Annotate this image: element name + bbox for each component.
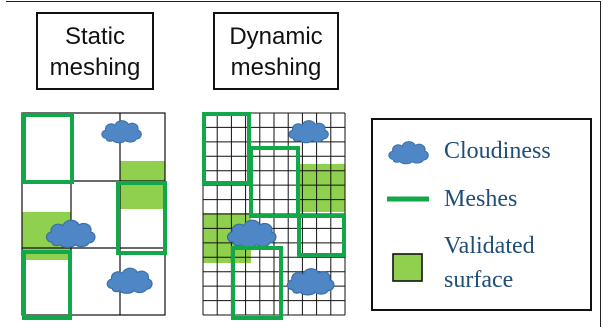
legend: Cloudiness Meshes Validated surface <box>371 118 592 311</box>
legend-validated-label-line1: Validated <box>444 233 535 259</box>
mesh <box>231 246 283 320</box>
dynamic-meshing-panel <box>202 112 346 320</box>
dynamic-meshes <box>202 112 346 320</box>
legend-validated-label-line2: surface <box>444 267 514 293</box>
legend-cloudiness-label: Cloudiness <box>444 138 551 164</box>
cloud-icon <box>101 120 142 144</box>
mesh <box>22 113 74 184</box>
cloud-icon <box>286 268 335 296</box>
mesh <box>116 181 167 255</box>
mesh <box>202 112 251 185</box>
validated-surface <box>299 164 345 212</box>
mesh <box>297 214 346 257</box>
static-meshing-panel <box>21 112 167 320</box>
static-meshing-title: Static meshing <box>36 12 154 90</box>
static-title-line1: Static <box>64 23 126 50</box>
static-meshes <box>22 113 167 320</box>
mesh <box>22 250 72 320</box>
figure-frame <box>6 1 601 327</box>
cloud-icon <box>388 141 429 165</box>
dynamic-meshing-title: Dynamic meshing <box>213 12 339 90</box>
cloud-icon <box>288 120 329 144</box>
dynamic-title-line1: Dynamic <box>229 23 323 50</box>
cloud-icon <box>106 267 153 294</box>
legend-symbols <box>387 141 429 282</box>
legend-meshes-label: Meshes <box>444 186 518 212</box>
validated-square-icon <box>392 253 423 282</box>
dynamic-title-line2: meshing <box>230 54 322 81</box>
mesh <box>249 146 300 218</box>
static-title-line2: meshing <box>49 54 141 81</box>
